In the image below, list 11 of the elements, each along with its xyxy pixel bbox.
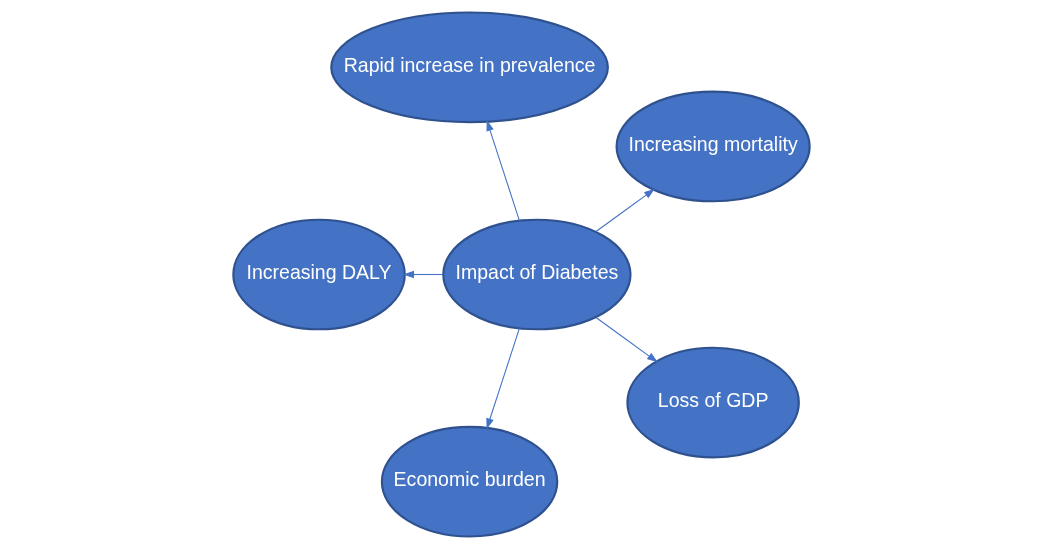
node-ellipse: Economic burden (380, 425, 559, 538)
node-ellipse: Impact of Diabetes (442, 218, 632, 331)
node-ellipse: Increasing mortality (615, 90, 811, 203)
arrow (595, 188, 655, 233)
arrow (595, 316, 658, 363)
node-ellipse: Loss of GDP (626, 346, 800, 459)
node-ellipse: Increasing DALY (232, 218, 406, 331)
node-ellipse: Rapid increase in prevalence (330, 11, 609, 124)
arrow (486, 327, 520, 430)
arrow (403, 270, 444, 279)
arrow (486, 120, 520, 222)
